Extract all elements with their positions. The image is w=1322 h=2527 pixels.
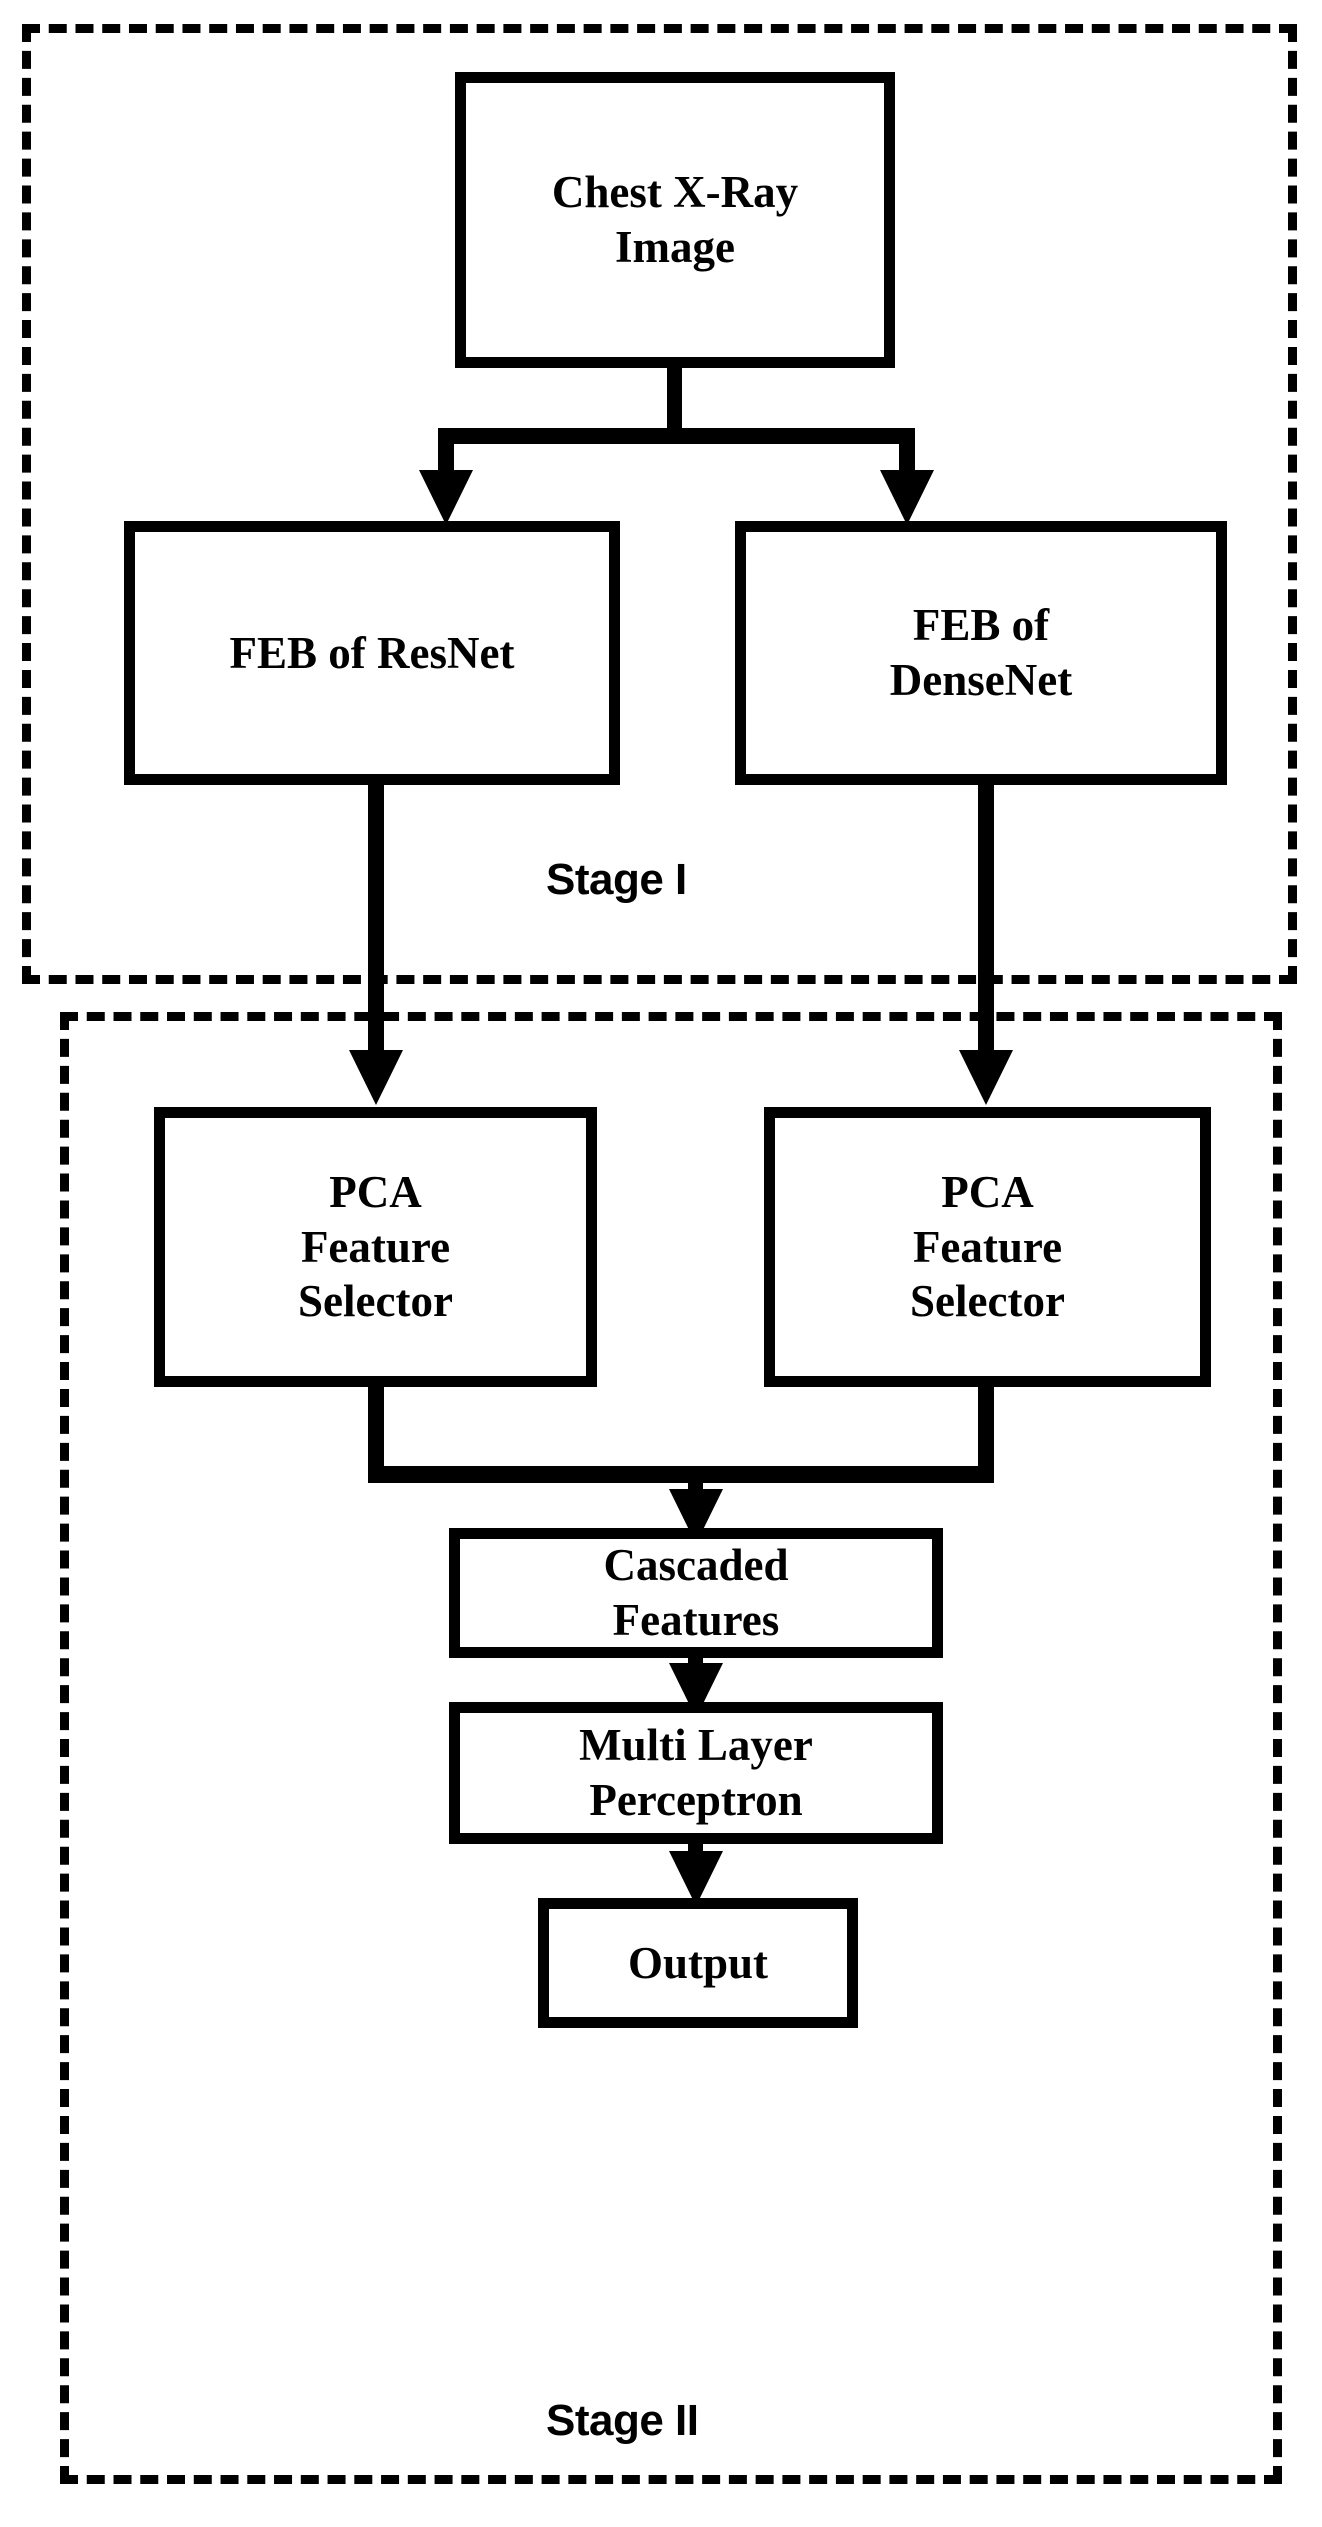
- stage-2-container: [60, 1012, 1282, 2484]
- stage-1-label: Stage I: [540, 855, 693, 905]
- node-pca-right-line-3: Selector: [910, 1276, 1065, 1327]
- node-mlp-line-1: Multi Layer: [579, 1720, 813, 1771]
- node-output[interactable]: Output: [538, 1898, 858, 2028]
- node-pca-right-line-1: PCA: [941, 1166, 1034, 1217]
- edge-pca-right-down: [978, 1387, 994, 1475]
- stage-1-container: [22, 24, 1297, 984]
- edge-pca-left-down: [368, 1387, 384, 1475]
- node-feb-resnet-label: FEB of ResNet: [229, 627, 515, 678]
- arrowhead-to-pca-left: [349, 1050, 403, 1105]
- edge-pca-merge-bar: [368, 1466, 994, 1483]
- node-feb-densenet-line-1: FEB of: [912, 600, 1050, 651]
- node-chest-xray-line-2: Image: [615, 222, 735, 272]
- node-pca-left-line-1: PCA: [329, 1166, 422, 1217]
- node-feb-densenet[interactable]: FEB of DenseNet: [735, 521, 1227, 785]
- arrowhead-to-feb-densenet: [880, 470, 934, 525]
- node-pca-left-line-2: Feature: [300, 1221, 451, 1272]
- node-chest-xray-line-1: Chest X-Ray: [551, 167, 799, 218]
- arrowhead-to-feb-resnet: [419, 470, 473, 525]
- node-feb-resnet[interactable]: FEB of ResNet: [124, 521, 620, 785]
- node-feb-densenet-line-2: DenseNet: [889, 655, 1073, 705]
- stage-2-label: Stage II: [540, 2396, 705, 2446]
- node-output-label: Output: [627, 1937, 769, 1988]
- node-pca-feature-selector-left[interactable]: PCA Feature Selector: [154, 1107, 597, 1387]
- node-pca-right-line-2: Feature: [912, 1221, 1063, 1272]
- node-cascaded-line-2: Features: [612, 1595, 780, 1645]
- node-cascaded-line-1: Cascaded: [603, 1540, 789, 1591]
- edge-chestxray-split-bar: [438, 428, 915, 444]
- arrowhead-to-output: [669, 1851, 723, 1906]
- node-mlp-line-2: Perceptron: [589, 1775, 803, 1825]
- node-pca-left-line-3: Selector: [298, 1276, 453, 1327]
- arrowhead-to-pca-right: [959, 1050, 1013, 1105]
- node-multi-layer-perceptron[interactable]: Multi Layer Perceptron: [449, 1702, 943, 1844]
- edge-chestxray-stem: [667, 368, 682, 434]
- edge-densenet-to-pca-right: [978, 785, 994, 1057]
- edge-resnet-to-pca-left: [368, 785, 384, 1057]
- node-pca-feature-selector-right[interactable]: PCA Feature Selector: [764, 1107, 1211, 1387]
- node-cascaded-features[interactable]: Cascaded Features: [449, 1528, 943, 1658]
- node-chest-xray-image[interactable]: Chest X-Ray Image: [455, 72, 895, 368]
